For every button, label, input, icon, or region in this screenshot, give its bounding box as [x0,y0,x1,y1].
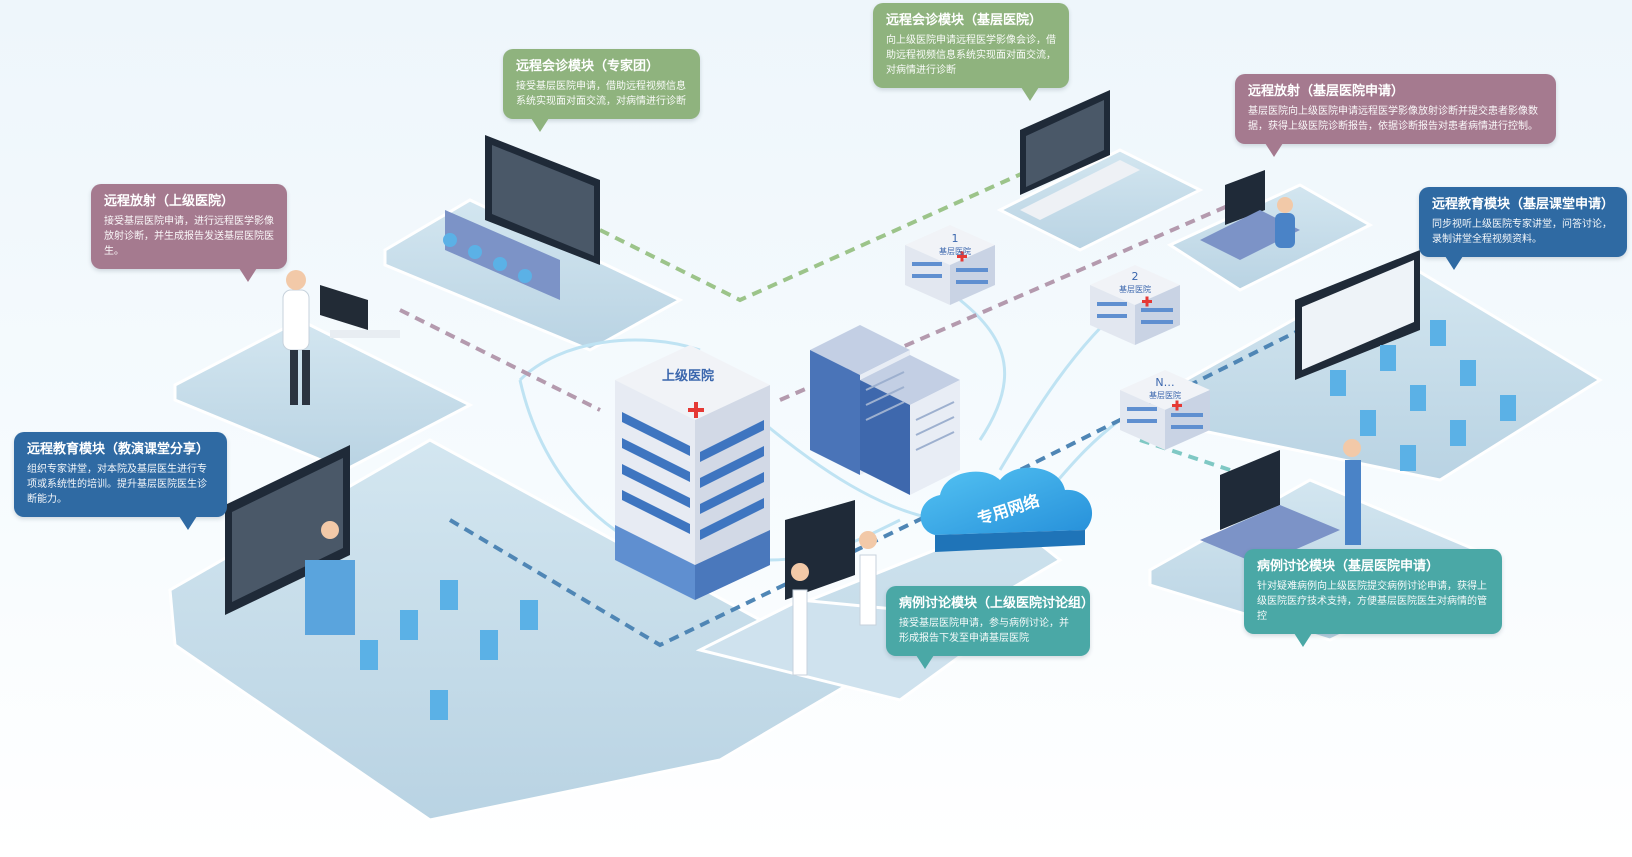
callout-desc: 针对疑难病例向上级医院提交病例讨论申请，获得上级医院医疗技术支持，方便基层医院医… [1257,581,1487,622]
primary-hospital-1: 1 基层医院 [905,225,995,305]
primary-hospital-2: 2 基层医院 [1090,265,1180,345]
primary-n-label: 基层医院 [1149,390,1181,400]
callout-title: 远程会诊模块（基层医院） [886,13,1043,28]
callout-expert-consult: 远程会诊模块（专家团） 接受基层医院申请，借助远程视频信息系统实现面对面交流，对… [503,49,700,132]
expert-video-wall [443,135,600,300]
callout-desc: 接受基层医院申请，进行远程医学影像放射诊断，并生成报告发送基层医院医生。 [104,216,274,257]
primary-2-label: 基层医院 [1119,284,1151,294]
callout-case-primary: 病例讨论模块（基层医院申请） 针对疑难病例向上级医院提交病例讨论申请，获得上级医… [1244,549,1502,647]
primary-1-number: 1 [952,232,959,245]
primary-2-number: 2 [1132,270,1139,283]
primary-1-label: 基层医院 [939,246,971,256]
callout-title: 远程放射（上级医院） [104,194,235,209]
callout-case-upper: 病例讨论模块（上级医院讨论组） 接受基层医院申请，参与病例讨论，并形成报告下发至… [886,586,1095,669]
private-network-cloud: 专用网络 [920,467,1093,552]
callout-radiology-upper: 远程放射（上级医院） 接受基层医院申请，进行远程医学影像放射诊断，并生成报告发送… [91,184,287,282]
platform-main [168,438,1063,822]
callout-desc: 同步视听上级医院专家讲堂，问答讨论，录制讲堂全程视频资料。 [1432,219,1612,245]
callout-title: 远程教育模块（教演课堂分享） [27,442,210,457]
callout-education-primary: 远程教育模块（基层课堂申请） 同步视听上级医院专家讲堂，问答讨论，录制讲堂全程视… [1419,187,1627,270]
callout-title: 病例讨论模块（上级医院讨论组） [899,596,1095,611]
server-racks [810,325,960,495]
callout-desc: 基层医院向上级医院申请远程医学影像放射诊断并提交患者影像数据，获得上级医院诊断报… [1248,106,1538,132]
radiology-upper-desk [282,270,400,405]
callout-education-share: 远程教育模块（教演课堂分享） 组织专家讲堂，对本院及基层医生进行专项或系统性的培… [14,432,227,530]
callout-desc: 接受基层医院申请，参与病例讨论，并形成报告下发至申请基层医院 [899,618,1069,644]
primary-hospital-n: N… 基层医院 [1120,370,1210,450]
callout-title: 远程放射（基层医院申请） [1248,84,1405,99]
primary-n-number: N… [1155,376,1174,389]
callout-desc: 组织专家讲堂，对本院及基层医生进行专项或系统性的培训。提升基层医院医生诊断能力。 [27,464,207,505]
callout-desc: 向上级医院申请远程医学影像会诊，借助远程视频信息系统实现面对面交流，对病情进行诊… [886,35,1056,76]
case-upper-screen [785,500,877,676]
callout-title: 远程会诊模块（专家团） [516,59,660,74]
callout-radiology-primary: 远程放射（基层医院申请） 基层医院向上级医院申请远程医学影像放射诊断并提交患者影… [1235,74,1556,157]
lecture-room [225,445,538,720]
callout-primary-consult: 远程会诊模块（基层医院） 向上级医院申请远程医学影像会诊，借助远程视频信息系统实… [873,3,1069,101]
platforms [168,148,1603,822]
case-primary-desk [1200,439,1361,565]
primary-radiology-desk [1200,170,1300,260]
callout-title: 远程教育模块（基层课堂申请） [1432,197,1615,212]
callout-desc: 接受基层医院申请，借助远程视频信息系统实现面对面交流，对病情进行诊断 [516,81,686,107]
callout-title: 病例讨论模块（基层医院申请） [1257,559,1440,574]
primary-classroom [1295,250,1516,471]
platform-primary-consult [996,148,1204,252]
upper-hospital-building: 上级医院 [615,345,770,600]
primary-consult-screen [1020,90,1140,220]
platform-radiology-upper [173,318,474,472]
upper-hospital-label: 上级医院 [662,368,714,384]
